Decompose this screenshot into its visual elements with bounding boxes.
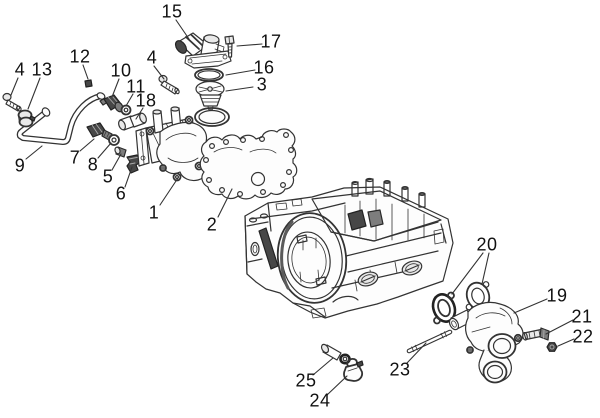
thermostat-housing-drawing [135,106,230,182]
callout-25: 25 [295,370,317,391]
nut-12-drawing [84,79,93,88]
callout-19: 19 [546,285,568,306]
callout-1: 1 [148,202,160,223]
thermostat-cover-drawing [174,32,232,69]
sensor-10-drawing [99,94,124,113]
leader-line-23 [406,342,427,364]
leader-line-7 [79,138,95,152]
callout-15: 15 [161,1,183,22]
callout-13: 13 [31,59,53,80]
callout-2: 2 [206,214,218,235]
leader-line-2 [217,188,233,218]
callout-8: 8 [87,154,99,175]
callout-6: 6 [115,183,127,204]
leader-line-21 [545,319,574,335]
leader-line-8 [97,142,112,159]
stud-23-drawing [406,329,453,354]
washer-8-drawing [108,134,120,146]
callout-22: 22 [572,326,594,347]
callout-21: 21 [571,306,593,327]
gasket-2-drawing [199,128,298,200]
clamp-24-drawing [343,357,364,382]
bolt-17-drawing [224,35,235,58]
leader-line-13 [27,77,41,110]
leader-line-16 [225,69,256,76]
callout-7: 7 [69,147,81,168]
coolant-pipe-drawing [16,92,106,145]
leader-line-20 [451,252,484,295]
leader-line-24 [326,375,348,396]
leader-line-15 [175,19,190,40]
leader-line-5 [111,153,122,171]
leader-line-25 [312,357,334,376]
leader-line-3 [225,86,254,92]
callout-5: 5 [102,166,114,187]
callout-23: 23 [389,359,411,380]
leader-line-9 [25,145,43,160]
leader-line-11 [125,93,134,107]
callout-4: 4 [14,59,26,80]
leader-line-1 [159,177,179,206]
callout-12: 12 [69,46,91,67]
bolt-4-left-drawing [2,92,22,112]
engine-block-drawing [244,177,454,319]
callout-20: 20 [476,234,498,255]
callout-4: 4 [146,47,158,68]
callout-11: 11 [126,76,146,97]
leader-line-12 [82,64,89,80]
callout-24: 24 [309,390,331,411]
water-outlet-19-drawing [448,301,524,384]
leader-line-4 [10,77,19,96]
gasket-20a-drawing [431,291,457,325]
pipe-stub-18-drawing [118,112,147,131]
leader-line-20 [481,252,490,285]
callout-3: 3 [256,74,268,95]
plug-5-drawing [114,146,127,158]
bolt-4-right-drawing [158,74,180,95]
leader-line-22 [557,338,575,347]
leader-line-17 [236,43,263,47]
callout-18: 18 [135,90,157,111]
leader-line-19 [513,298,548,314]
pipe-clamp-drawing [17,109,36,128]
callout-16: 16 [253,57,275,78]
callout-17: 17 [260,31,282,52]
bolt-21-drawing [522,327,550,341]
callout-10: 10 [110,60,132,81]
nut-22-drawing [546,342,558,352]
thermostat-3-drawing [195,80,225,110]
leader-line-18 [135,107,144,120]
leader-line-6 [124,166,133,188]
leader-line-4 [153,65,165,80]
callout-9: 9 [14,155,26,176]
washer-11-drawing [120,104,132,116]
leader-line-10 [111,78,120,98]
